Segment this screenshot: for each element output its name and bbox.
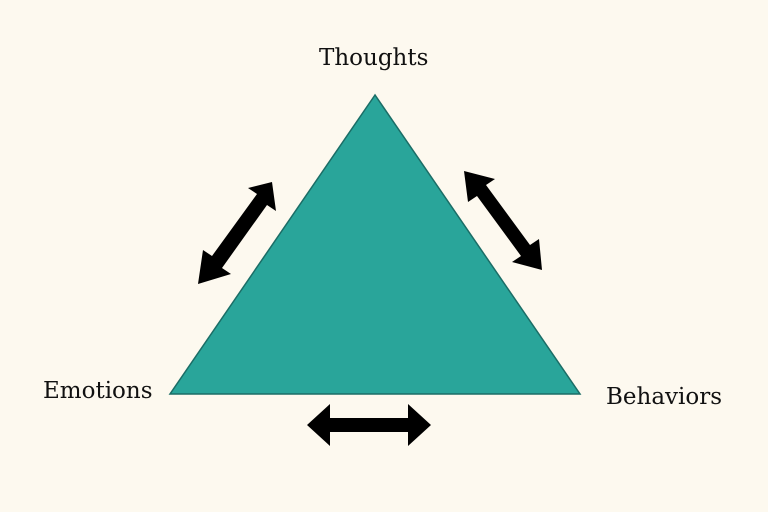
- node-label-behaviors: Behaviors: [606, 384, 723, 410]
- arrow-emotions-behaviors: [307, 404, 431, 446]
- triangle-shape: [168, 93, 582, 395]
- arrow-thoughts-behaviors: [464, 171, 542, 270]
- arrow-thoughts-emotions: [198, 182, 276, 284]
- node-label-thoughts: Thoughts: [319, 45, 429, 71]
- node-label-emotions: Emotions: [43, 378, 153, 404]
